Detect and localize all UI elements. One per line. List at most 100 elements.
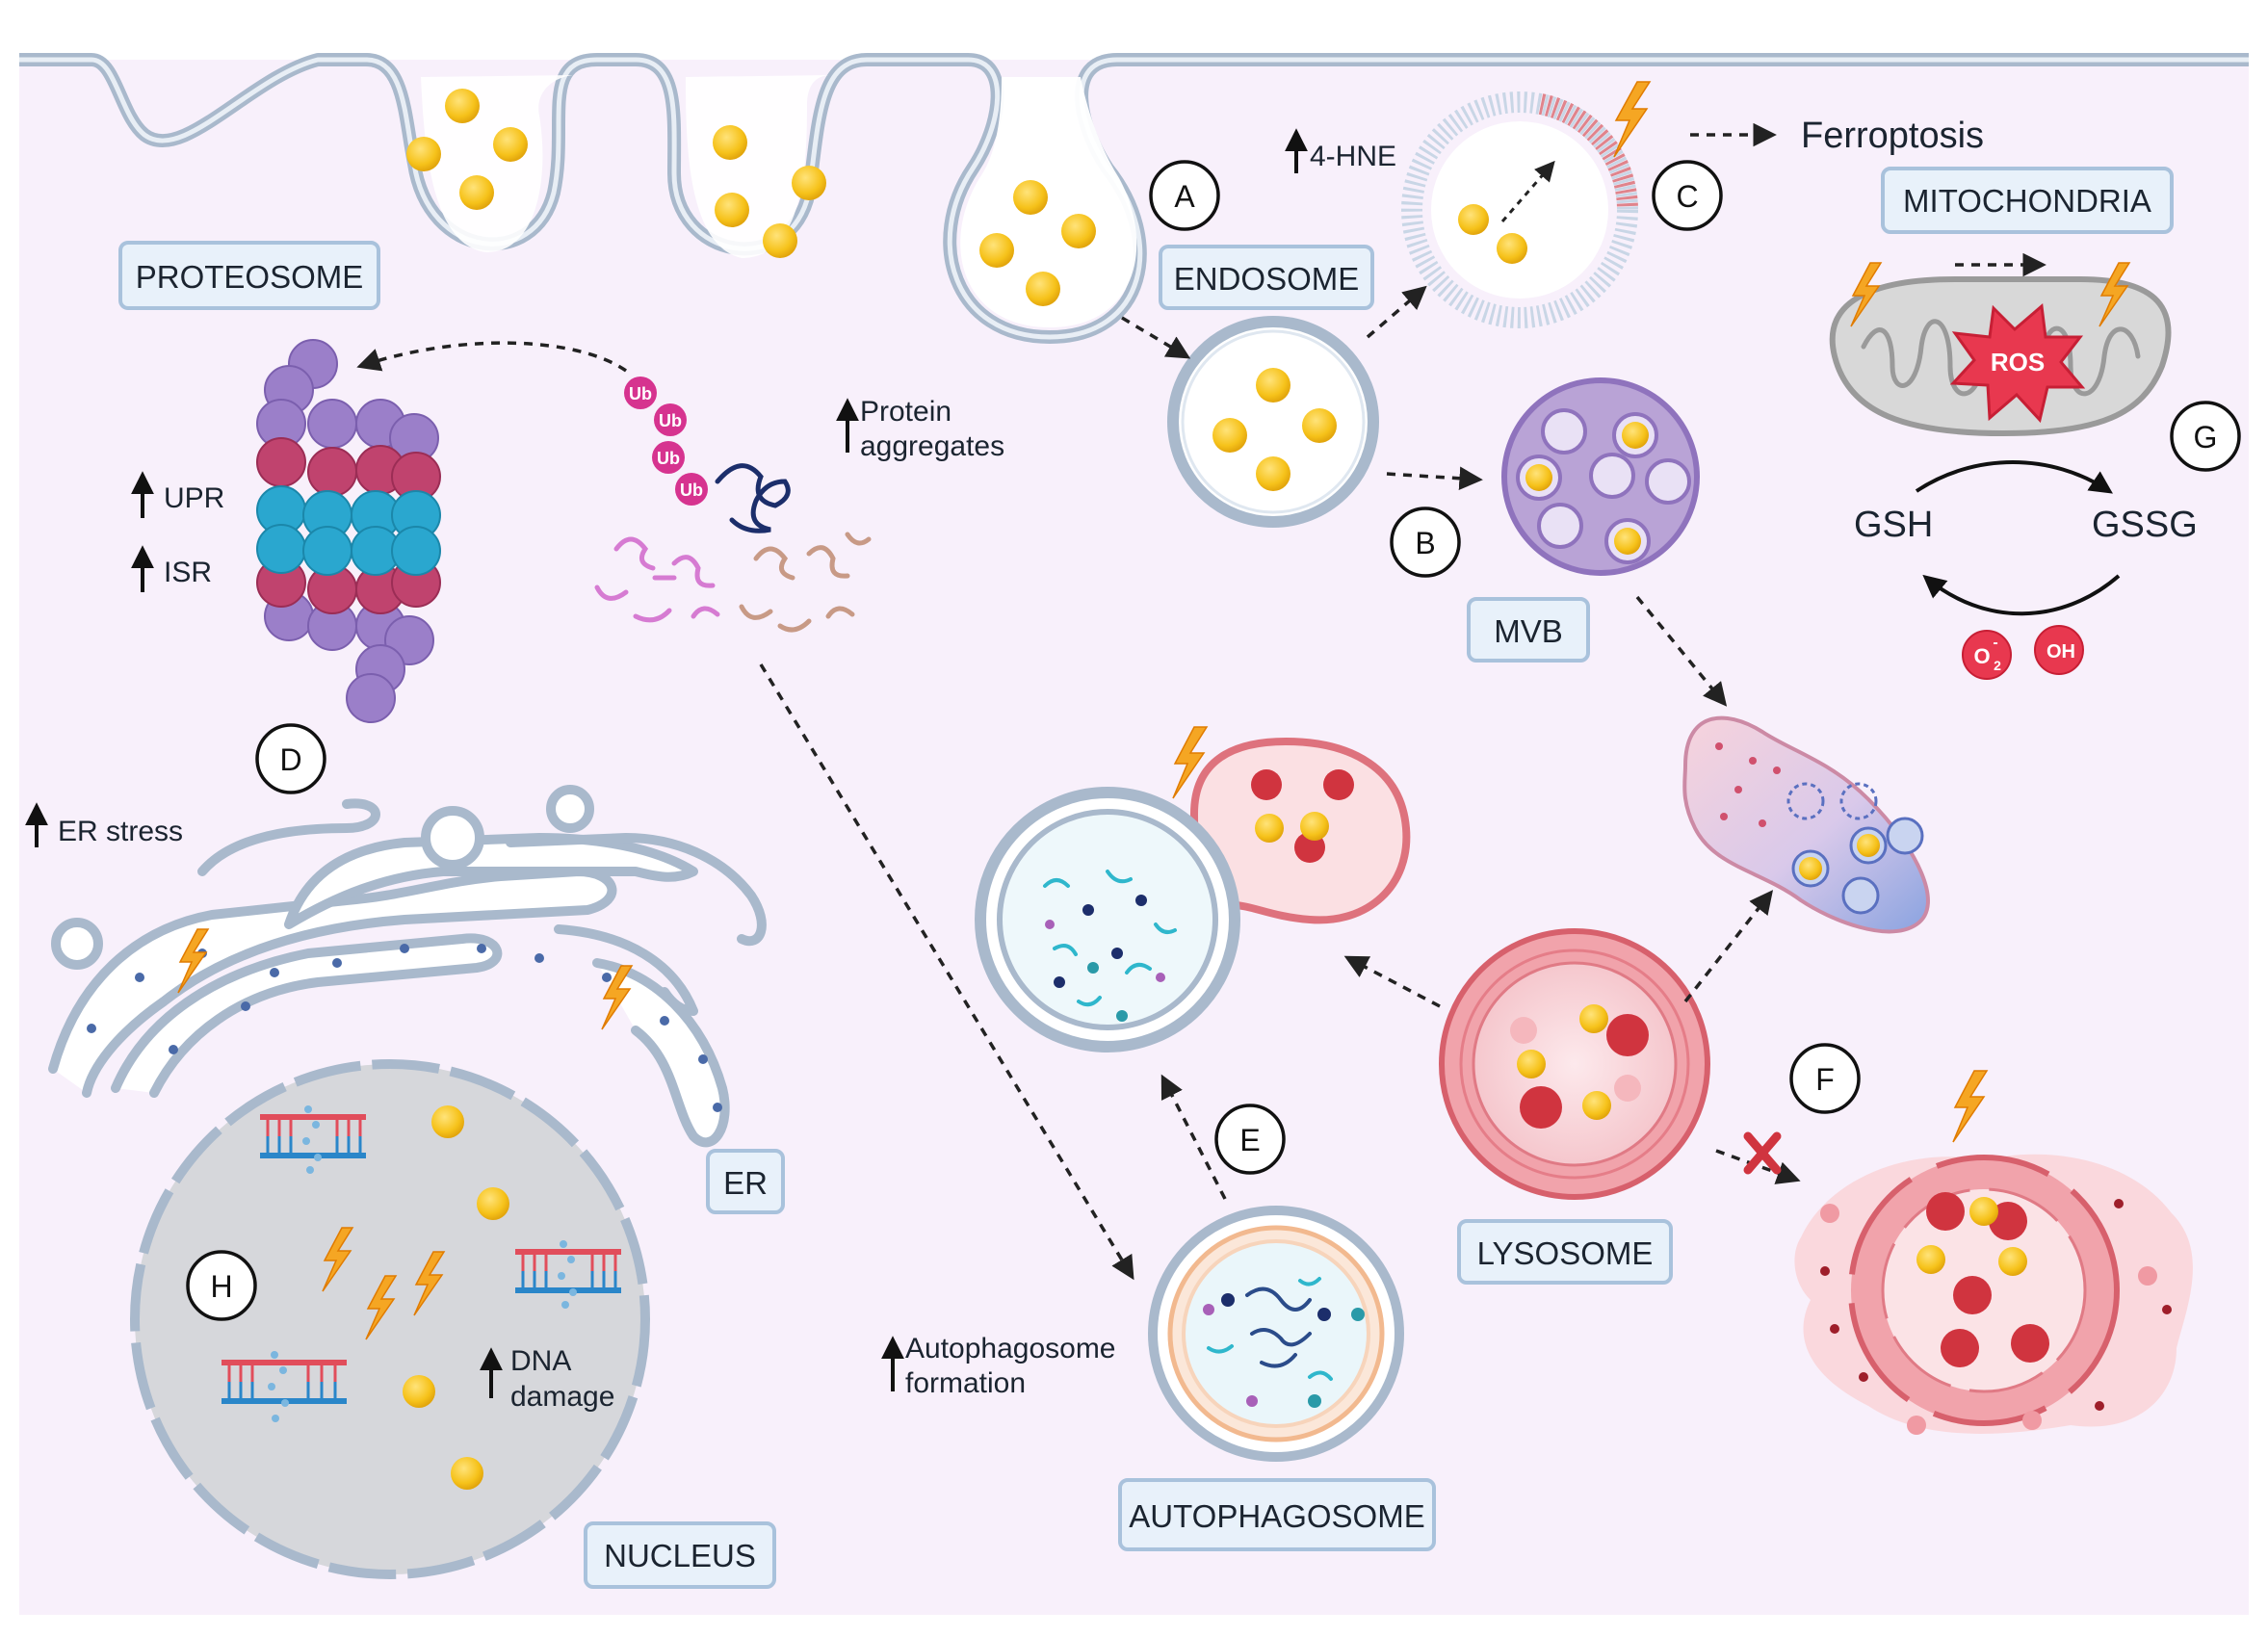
nanoparticle [1497, 233, 1527, 264]
ubiquitin-label-4: Ub [680, 481, 703, 500]
ubiquitin [624, 377, 657, 409]
nanoparticle [1916, 1245, 1945, 1274]
arrow-aggregates-to-autophagosome [759, 663, 1134, 1281]
nanoparticle [1061, 214, 1096, 248]
superoxide-label: O [1973, 644, 1990, 668]
nanoparticle [451, 1457, 483, 1490]
marker-h [186, 1250, 257, 1321]
nanoparticle [1622, 422, 1649, 449]
nanoparticle [1255, 814, 1284, 843]
endoplasmic-reticulum [48, 785, 767, 1148]
proteosome-label-box [118, 241, 380, 310]
mvb-label-box [1467, 597, 1590, 663]
increase-arrows [25, 128, 1308, 1398]
gsh-to-gssg-arrow [1915, 460, 2113, 494]
marker-c [1652, 160, 1723, 231]
marker-a [1149, 160, 1220, 231]
marker-f [1789, 1043, 1861, 1114]
arrow-lysosome-to-autolysosome [1343, 955, 1441, 1008]
nanoparticle [792, 166, 826, 200]
plasma-membrane-inner [19, 57, 2249, 340]
nanoparticle [1579, 1004, 1608, 1033]
nanoparticle [1614, 528, 1641, 555]
ubiquitin [675, 473, 708, 506]
damage-bolt-icons [177, 81, 2131, 1340]
lysosome [1439, 928, 1710, 1200]
marker-g [2170, 401, 2241, 472]
nanoparticle [403, 1375, 435, 1408]
proteasome [256, 339, 441, 723]
marker-h-label: H [210, 1269, 232, 1304]
marker-b [1390, 507, 1461, 578]
arrow-lysosome-to-rupture [1715, 1149, 1801, 1184]
bolt-icon [322, 1227, 354, 1292]
nanoparticle [445, 89, 480, 123]
marker-d [255, 723, 326, 794]
arrow-endocytosis [1121, 316, 1191, 359]
hydroxyl-label: OH [2046, 641, 2075, 663]
marker-d-label: D [279, 742, 301, 777]
upr-label: UPR [164, 482, 224, 514]
nanoparticle [1013, 180, 1048, 215]
proteosome-label: PROTEOSOME [136, 259, 364, 295]
nanoparticle [1026, 272, 1060, 306]
gsh-label: GSH [1854, 505, 1933, 545]
label-boxes [118, 167, 2174, 1589]
mvb-label: MVB [1494, 613, 1563, 649]
hne-label: 4-HNE [1310, 141, 1396, 172]
marker-circles [186, 160, 2241, 1321]
nucleus-label-box [584, 1521, 776, 1589]
nanoparticle [477, 1187, 509, 1220]
bolt-icon [1172, 726, 1209, 799]
nuclear-nanoparticles [403, 1105, 509, 1490]
marker-f-label: F [1815, 1062, 1835, 1097]
autolysosome-fusion [975, 737, 1411, 1052]
bolt-icon [1850, 262, 1883, 327]
nanoparticle [1256, 368, 1290, 403]
nanoparticle [1300, 812, 1329, 841]
er-label-box [706, 1149, 785, 1214]
dna-damage-label-2: damage [510, 1381, 614, 1413]
nanoparticle [1799, 857, 1822, 880]
marker-g-label: G [2194, 420, 2218, 455]
arrow-endosome-to-vesicle [1366, 285, 1427, 339]
blocked-x-icon [1743, 1131, 1782, 1175]
nanoparticle [1256, 456, 1290, 491]
isr-label: ISR [164, 557, 212, 588]
arrow-autophagosome-to-autolysosome [1160, 1074, 1227, 1200]
dna-damage-label-1: DNA [510, 1345, 571, 1377]
nucleus-label: NUCLEUS [604, 1538, 756, 1573]
ubiquitin-label-3: Ub [657, 449, 680, 468]
mitochondria-label-box [1881, 167, 2174, 234]
bolt-icon [1952, 1070, 1989, 1143]
bolt-icon [365, 1275, 398, 1340]
ubiquitin [652, 441, 685, 474]
nanoparticle [763, 223, 797, 258]
autophagosome [1148, 1206, 1404, 1462]
lysosome-label: LYSOSOME [1477, 1235, 1654, 1271]
nanoparticle [459, 175, 494, 210]
bolt-icon [601, 965, 634, 1030]
er-stress-label: ER stress [58, 816, 183, 847]
gssg-to-gsh-arrow [1922, 574, 2121, 616]
bolt-icon [1613, 81, 1652, 158]
protein-aggregates [594, 532, 872, 633]
endosome-label-box [1159, 245, 1374, 310]
ubiquitin-label-2: Ub [659, 411, 682, 430]
mitochondrion [1829, 276, 2172, 437]
lysosome-mvb-fusion [1682, 715, 1930, 934]
nanoparticle [406, 137, 441, 171]
lipid-peroxidation-vesicle [1401, 91, 1639, 328]
autophagosome-formation-label-2: formation [905, 1367, 1026, 1399]
ubiquitin-label-1: Ub [629, 384, 652, 403]
bolt-icon [413, 1251, 446, 1316]
arrow-ubiquitin-to-proteasome [356, 341, 628, 373]
nanoparticle [1857, 834, 1880, 857]
nanoparticle [979, 233, 1014, 268]
nanoparticle [1302, 408, 1337, 443]
nanoparticle [715, 193, 749, 227]
protein-aggregates-label-1: Protein [860, 396, 952, 428]
nanoparticle [1969, 1197, 1998, 1226]
flow-arrows [356, 122, 2046, 1281]
